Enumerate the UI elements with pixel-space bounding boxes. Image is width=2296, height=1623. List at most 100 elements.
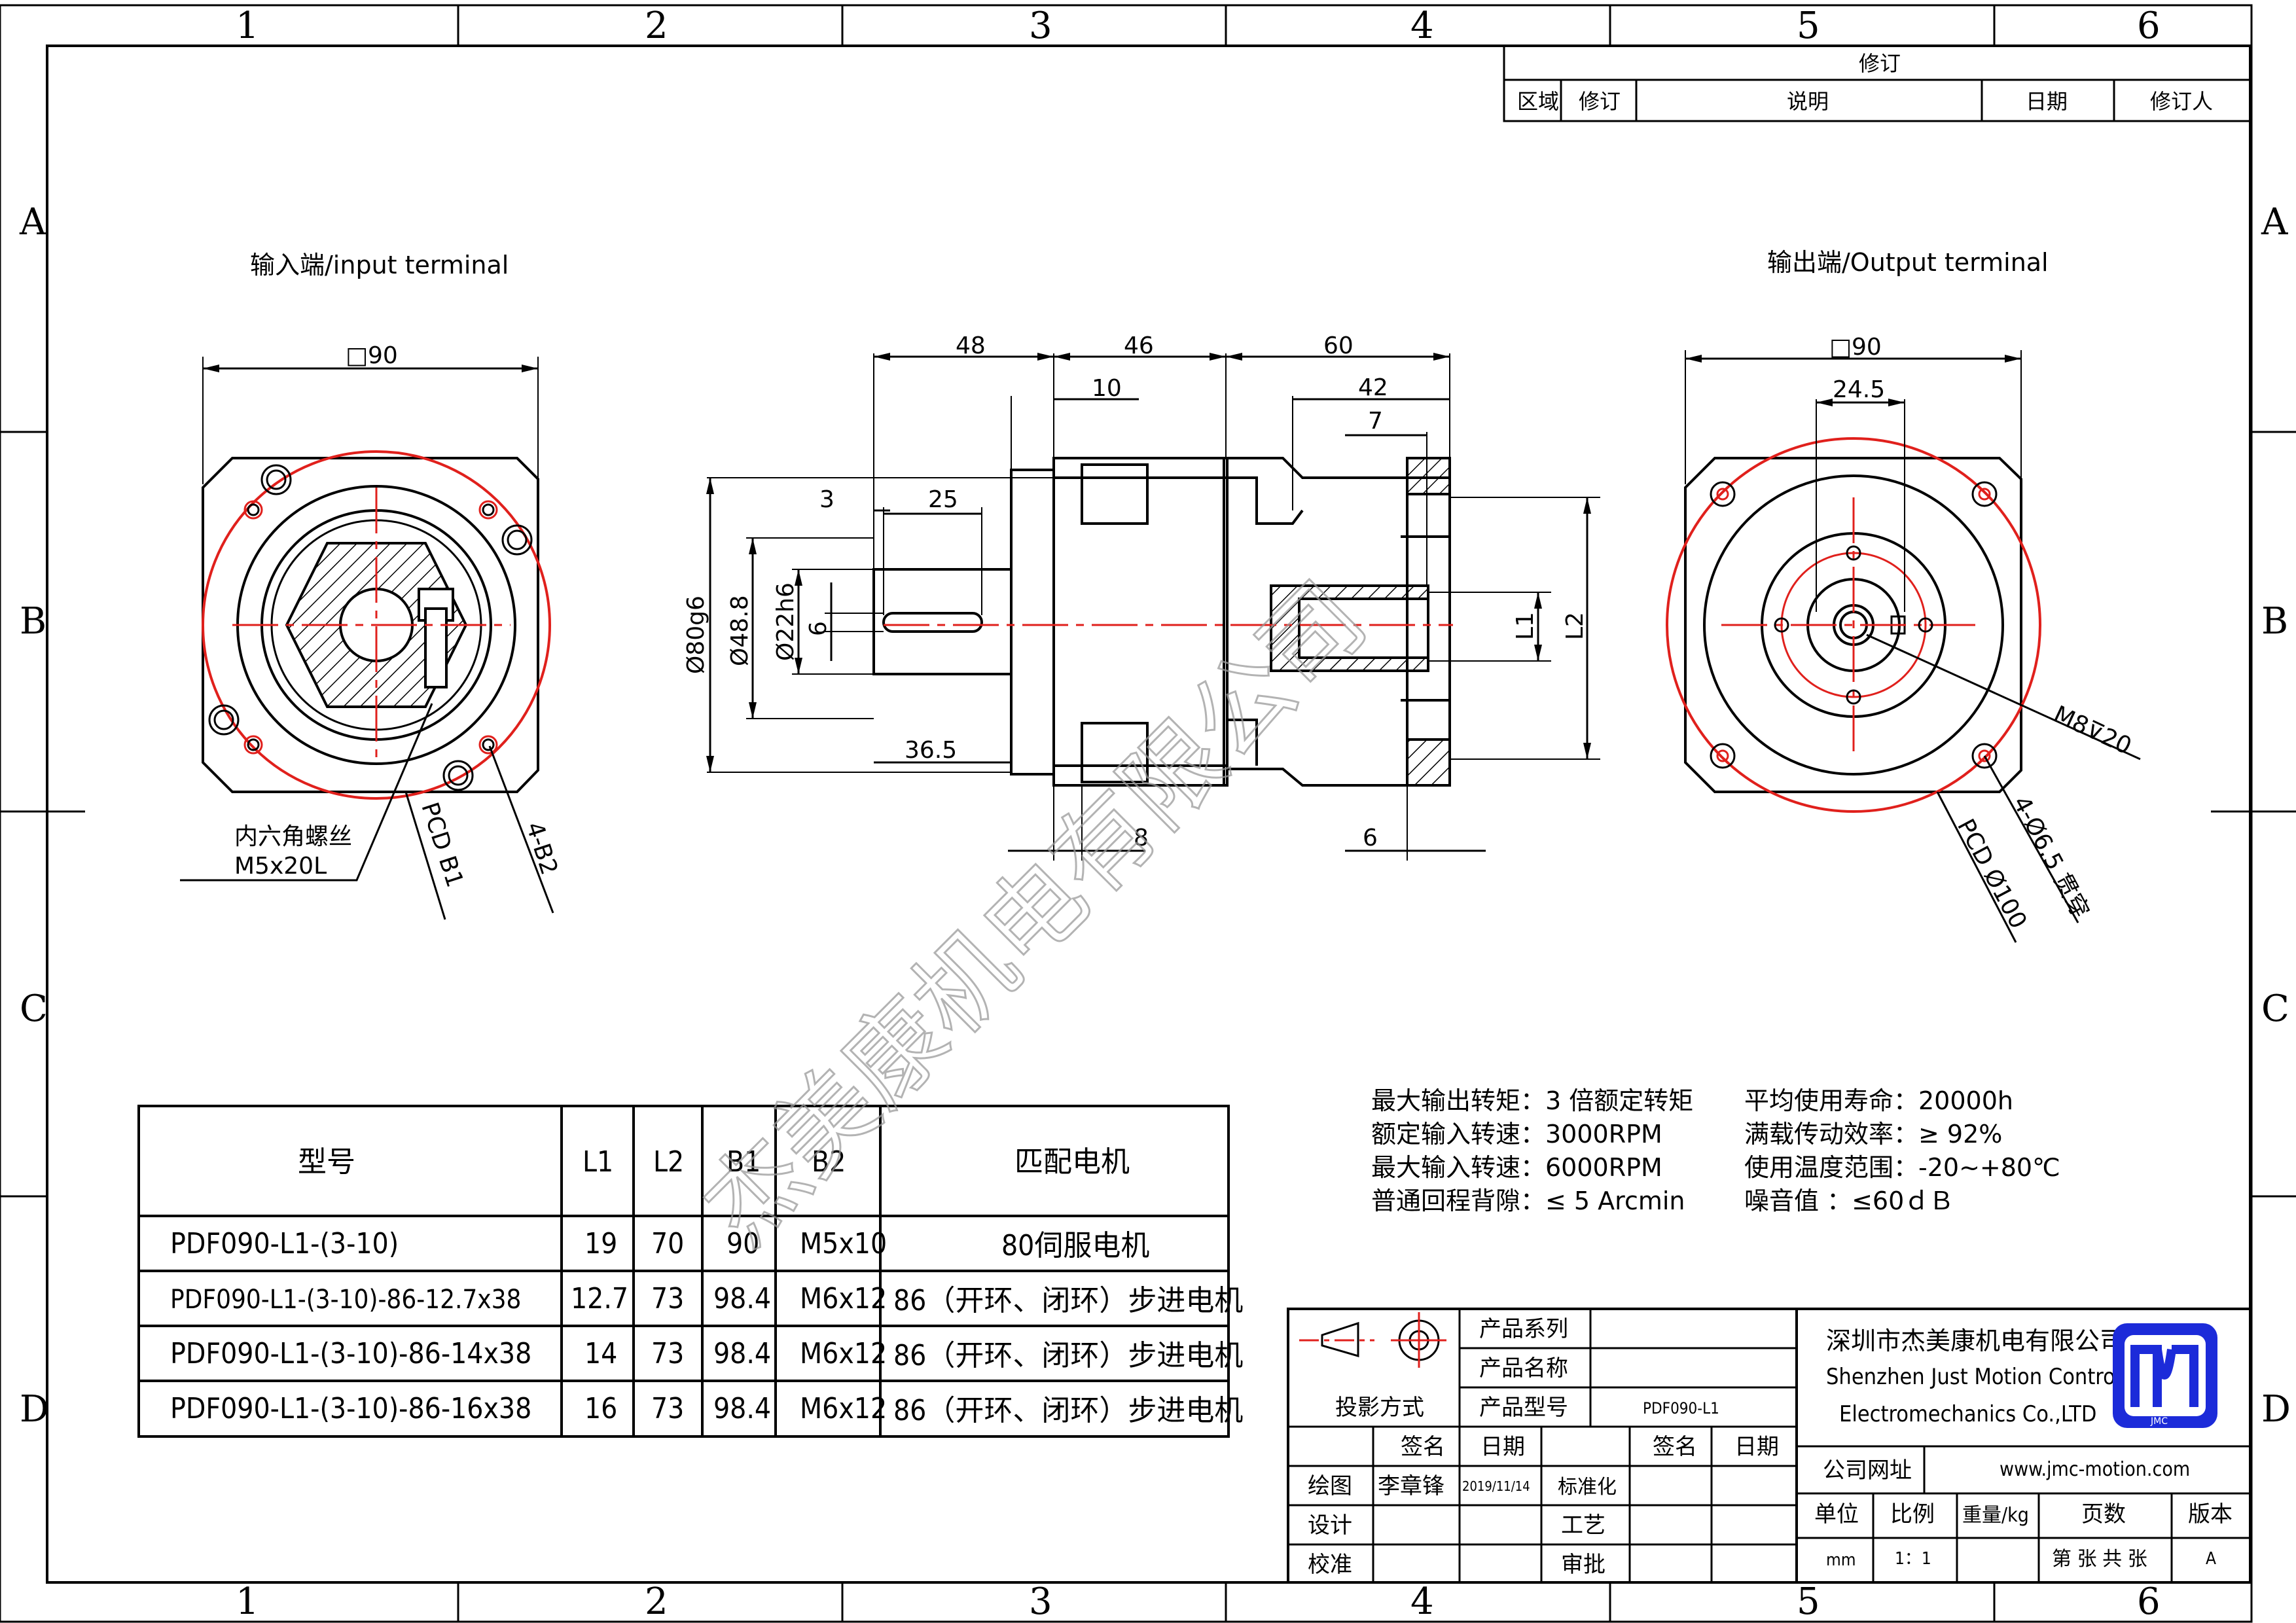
revision-title: 修订: [1859, 51, 1901, 76]
dim-key6: 6: [805, 621, 832, 636]
th-l2: L2: [653, 1145, 684, 1179]
cell-r2-motor: 86（开环、闭环）步进电机: [893, 1284, 1243, 1317]
tb-drawer: 李章锋: [1378, 1473, 1444, 1499]
output-view: □90 24.5 M8⊽20 4-Ø6.5 贯穿 PCD Ø100: [1666, 334, 2141, 943]
tb-weight-label: 重量/kg: [1962, 1504, 2029, 1527]
dim-42: 42: [1358, 374, 1388, 401]
input-flange-square: [202, 457, 539, 793]
dim-48: 48: [956, 332, 986, 359]
side-view-dim-texts: 48 46 60 10 42 7 3 25 36.5 8 6 Ø80g6 Ø48…: [683, 332, 1588, 851]
tb-draw-date: 2019/11/14: [1462, 1478, 1530, 1494]
side-view-arrows: [706, 353, 1591, 772]
zone-col-2-top: 2: [645, 5, 668, 47]
cell-r1-l1: 19: [584, 1227, 617, 1260]
tb-unit: mm: [1826, 1550, 1856, 1570]
title-block: [1287, 1308, 2251, 1584]
rev-header-desc: 说明: [1787, 89, 1829, 114]
dim-L1: L1: [1512, 612, 1539, 640]
projection-symbol: [1299, 1312, 1446, 1368]
tb-website-label: 公司网址: [1823, 1457, 1912, 1484]
cell-r4-b2: M6x12: [800, 1392, 887, 1425]
tb-pages-label: 页数: [2081, 1501, 2126, 1527]
zone-col-3-bottom: 3: [1029, 1580, 1052, 1623]
cell-r3-b1: 98.4: [713, 1337, 771, 1370]
rev-header-date: 日期: [2026, 89, 2068, 114]
cell-r2-b2: M6x12: [800, 1282, 887, 1315]
dim-25: 25: [928, 486, 958, 513]
cell-r3-l2: 73: [651, 1337, 684, 1370]
output-square-dim: □90: [1829, 334, 1882, 361]
cell-r4-model: PDF090-L1-(3-10)-86-16x38: [170, 1392, 531, 1425]
input-pcd-label: PCD B1: [416, 799, 468, 891]
dim-10: 10: [1092, 375, 1122, 402]
cell-r3-model: PDF090-L1-(3-10)-86-14x38: [170, 1337, 531, 1370]
zone-col-6-bottom: 6: [2137, 1580, 2161, 1623]
spec-left-3: 最大输入转速：6000RPM: [1371, 1153, 1662, 1182]
cell-r4-l2: 73: [651, 1392, 684, 1425]
dim-36-5: 36.5: [905, 737, 957, 764]
zone-row-D-left: D: [20, 1388, 49, 1431]
tb-company-en2: Electromechanics Co.,LTD: [1839, 1401, 2096, 1427]
tb-date: 日期: [1480, 1434, 1525, 1460]
cell-r4-b1: 98.4: [713, 1392, 771, 1425]
spec-left-4: 普通回程背隙：≤ 5 Arcmin: [1371, 1186, 1685, 1215]
dim-60: 60: [1323, 332, 1354, 359]
model-table-text: 型号 L1 L2 B1 B2 匹配电机 PDF090-L1-(3-10) 19 …: [170, 1145, 1243, 1427]
cell-r2-l1: 12.7: [571, 1282, 628, 1315]
dim-7: 7: [1368, 408, 1383, 435]
tb-standard: 标准化: [1558, 1476, 1617, 1499]
tb-pages: 第 张 共 张: [2052, 1548, 2147, 1571]
tb-product-name: 产品名称: [1479, 1355, 1568, 1382]
tb-unit-label: 单位: [1814, 1501, 1859, 1527]
input-holes-label: 4-B2: [520, 819, 562, 878]
tb-version: A: [2206, 1549, 2216, 1569]
cell-r3-motor: 86（开环、闭环）步进电机: [893, 1339, 1243, 1372]
spec-right-2: 满载传动效率：≥ 92%: [1744, 1120, 2002, 1149]
rev-header-rev: 修订: [1579, 89, 1621, 114]
tb-product-series: 产品系列: [1479, 1316, 1568, 1342]
tb-product-model: 产品型号: [1479, 1395, 1568, 1421]
input-view: □90 内六角螺丝 M5x20L PCD B1 4-B2: [180, 342, 563, 920]
zone-labels: 1 2 3 4 5 6 1 2 3 4 5 6 A B C D A B C D: [19, 5, 2291, 1623]
zone-row-B-left: B: [20, 600, 46, 643]
spec-right-3: 使用温度范围：-20~+80℃: [1744, 1153, 2060, 1182]
zone-col-5-top: 5: [1797, 5, 1820, 47]
dim-8: 8: [1134, 825, 1149, 851]
zone-row-C-right: C: [2261, 988, 2289, 1030]
tb-draw: 绘图: [1308, 1473, 1352, 1499]
title-block-text: 产品系列 产品名称 产品型号 PDF090-L1 投影方式 签名 日期 签名 日…: [1308, 1316, 2233, 1578]
logo-text: JMC: [2150, 1416, 2168, 1427]
cell-r1-motor: 80伺服电机: [1001, 1229, 1149, 1262]
cell-r2-model: PDF090-L1-(3-10)-86-12.7x38: [170, 1285, 521, 1315]
cell-r3-b2: M6x12: [800, 1337, 887, 1370]
zone-col-1-bottom: 1: [236, 1580, 259, 1623]
input-terminal-label: 输入端/input terminal: [250, 251, 509, 279]
cell-r1-b2: M5x10: [800, 1227, 887, 1260]
revision-block: [1503, 45, 2251, 122]
rev-header-zone: 区域: [1517, 89, 1559, 114]
screw-label-2: M5x20L: [234, 853, 327, 880]
th-b2: B2: [812, 1145, 846, 1179]
cell-r3-l1: 14: [584, 1337, 617, 1370]
rev-header-person: 修订人: [2150, 89, 2213, 114]
zone-row-C-left: C: [20, 988, 48, 1030]
tb-sign2: 签名: [1653, 1434, 1697, 1460]
cell-r2-l2: 73: [651, 1282, 684, 1315]
spec-right-1: 平均使用寿命：20000h: [1744, 1086, 2013, 1115]
side-view: [872, 457, 1453, 787]
output-pcd-label: PCD Ø100: [1952, 815, 2032, 933]
clamp-screw: [424, 607, 448, 688]
dim-L2: L2: [1562, 612, 1588, 640]
th-motor: 匹配电机: [1014, 1145, 1130, 1179]
tb-design: 设计: [1308, 1512, 1352, 1539]
dim-46: 46: [1124, 332, 1154, 359]
tb-approve: 审批: [1561, 1552, 1605, 1578]
th-b1: B1: [726, 1145, 761, 1179]
cell-r4-motor: 86（开环、闭环）步进电机: [893, 1394, 1243, 1427]
specs: 最大输出转矩：3 倍额定转矩 额定输入转速：3000RPM 最大输入转速：600…: [1371, 1086, 2060, 1215]
spec-right-4: 噪音值 ：≤60ｄＢ: [1744, 1186, 1954, 1215]
zone-row-B-right: B: [2261, 600, 2288, 643]
tb-company-cn: 深圳市杰美康机电有限公司: [1826, 1327, 2125, 1355]
cell-r1-b1: 90: [726, 1227, 759, 1260]
zone-row-D-right: D: [2261, 1388, 2291, 1431]
